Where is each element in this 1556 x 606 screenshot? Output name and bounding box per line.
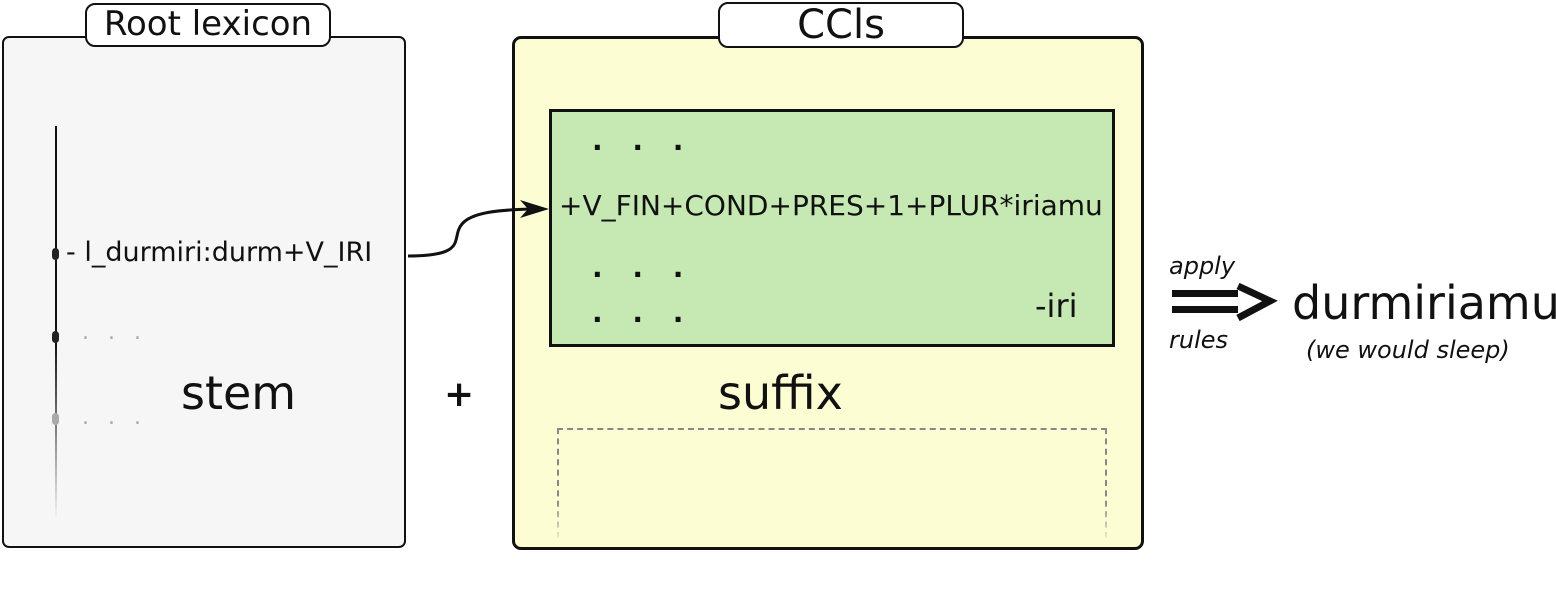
root-lexicon-panel [2,36,406,548]
lexicon-ellipsis: . . . [82,405,147,430]
continuation-class-box [549,109,1115,347]
apply-label: apply [1169,252,1236,280]
dashed-box-fade [550,500,1120,545]
ccl-class-label: -iri [1035,287,1078,325]
lexicon-entry-node [52,413,59,425]
ccl-ellipsis: . . . [592,251,694,284]
output-gloss: (we would sleep) [1306,336,1510,364]
lexicon-entry-node [52,331,59,343]
plus-sign: + [444,374,475,415]
ccls-title: CCls [718,2,964,48]
suffix-caption: suffix [718,366,843,420]
lexicon-entry-node [52,248,59,260]
output-word: durmiriamu [1292,276,1556,330]
rules-label: rules [1169,326,1229,354]
ccl-rule: +V_FIN+COND+PRES+1+PLUR*iriamu [559,189,1103,222]
empty-ccl-box [557,428,1107,538]
root-lexicon-title: Root lexicon [85,3,331,47]
lexicon-entry: - l_durmiri:durm+V_IRI [66,237,373,268]
lexicon-tree-line [55,126,57,520]
ccl-ellipsis: . . . [592,296,694,329]
lexicon-ellipsis: . . . [82,320,147,345]
stem-caption: stem [181,366,297,420]
ccl-ellipsis: . . . [592,124,694,157]
